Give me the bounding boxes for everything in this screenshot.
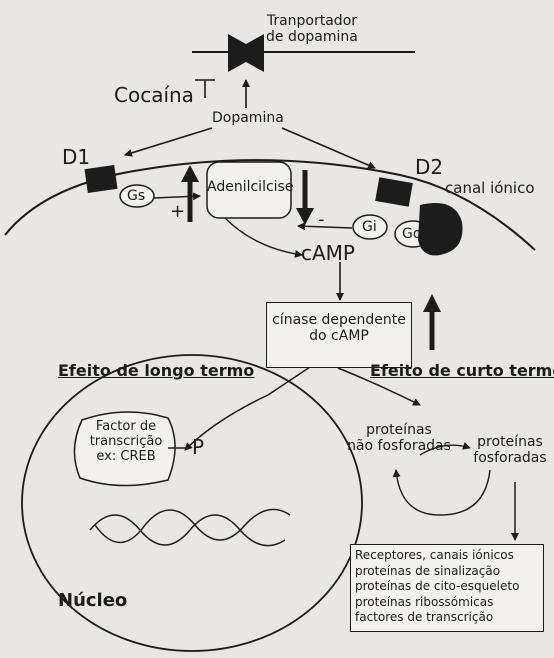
- d2-receptor-shape: [375, 177, 413, 207]
- cyclase-to-camp-arrow: [224, 217, 303, 258]
- dopamine-to-d1-arrow: [124, 127, 213, 157]
- postsynaptic-membrane: [4, 159, 536, 251]
- gi-to-cyclase-arrow: [297, 222, 353, 231]
- camp-label: cAMP: [301, 241, 355, 265]
- gi-label: Gi: [362, 219, 377, 235]
- long-term-label: Efeito de longo termo: [58, 361, 255, 380]
- cocaine-label: Cocaína: [114, 83, 194, 107]
- transcription-factor-shape: [73, 411, 176, 487]
- targets-item-1: Receptores, canais iónicos: [355, 548, 514, 562]
- nonphospho-line-2: não fosforadas: [347, 438, 451, 455]
- transporter-shape: [228, 34, 264, 72]
- transporter-label-line-2: de dopamina: [266, 29, 358, 46]
- nucleus-outline: [21, 354, 363, 652]
- dopamine-label: Dopamina: [212, 110, 284, 126]
- ion-channel-label: canal iónico: [445, 179, 535, 197]
- inhibition-thick-arrowhead: [296, 208, 314, 225]
- stimulation-thick-arrowhead: [181, 165, 199, 182]
- go-label: Go: [402, 226, 422, 242]
- kinase-to-nucleus-arrow: [184, 394, 269, 451]
- targets-box: Receptores, canais iónicos proteínas de …: [350, 544, 544, 632]
- kinase-label-line-2: do cAMP: [309, 328, 369, 344]
- d2-label: D2: [415, 155, 444, 179]
- targets-item-5: factores de transcrição: [355, 610, 494, 625]
- transcription-factor-line-3: ex: CREB: [96, 448, 156, 464]
- kinase-label-line-1: cínase dependente: [272, 312, 406, 328]
- gs-label: Gs: [127, 188, 146, 204]
- transcription-factor-line-1: Factor de: [95, 419, 157, 434]
- minus-sign: -: [318, 209, 325, 230]
- short-term-label: Efeito de curto termo: [370, 361, 554, 380]
- kinase-box: cínase dependente do cAMP: [266, 302, 412, 368]
- gi-protein: [352, 214, 388, 240]
- d1-receptor-shape: [84, 165, 118, 193]
- gs-protein: [119, 184, 155, 208]
- transcription-factor-label: Factor de transcrição ex: CREB: [86, 419, 166, 465]
- transporter-label-line-1: Tranportador: [266, 13, 358, 29]
- nucleus-label: Núcleo: [58, 590, 128, 611]
- dna-strand-2: [94, 508, 291, 544]
- gs-to-cyclase-arrow: [153, 192, 201, 201]
- plus-sign: +: [170, 201, 186, 222]
- phospho-line-1: proteínas: [477, 434, 543, 450]
- phosphorylation-arrow: [419, 442, 471, 456]
- kinase-increase-thick-arrowhead: [423, 294, 441, 312]
- targets-item-3: proteínas de cito-esqueleto: [355, 579, 520, 594]
- ion-channel-shape: [418, 203, 463, 256]
- d1-label: D1: [62, 145, 91, 169]
- transporter-label: Tranportador de dopamina: [266, 13, 358, 45]
- targets-item-4: proteínas ribossómicas: [355, 594, 494, 609]
- phospho-line-2: fosforadas: [473, 450, 547, 467]
- dopamine-to-d2-arrow: [281, 127, 376, 169]
- adenylyl-cyclase-box: [206, 161, 292, 219]
- nonphospho-proteins-label: proteínas não fosforadas: [344, 422, 454, 454]
- transcription-factor-line-2: transcrição: [89, 433, 163, 449]
- nonphospho-line-1: proteínas: [366, 422, 432, 438]
- kinase-to-short-term-arrow: [337, 367, 421, 406]
- targets-item-2: proteínas de sinalização: [355, 563, 501, 578]
- phospho-proteins-label: proteínas fosforadas: [472, 434, 548, 466]
- phosphate-label: P: [192, 435, 205, 459]
- dephosphorylation-arrow: [392, 469, 491, 516]
- adenylyl-cyclase-label: Adenilcilcise: [207, 179, 294, 195]
- dna-strand-1: [89, 514, 286, 547]
